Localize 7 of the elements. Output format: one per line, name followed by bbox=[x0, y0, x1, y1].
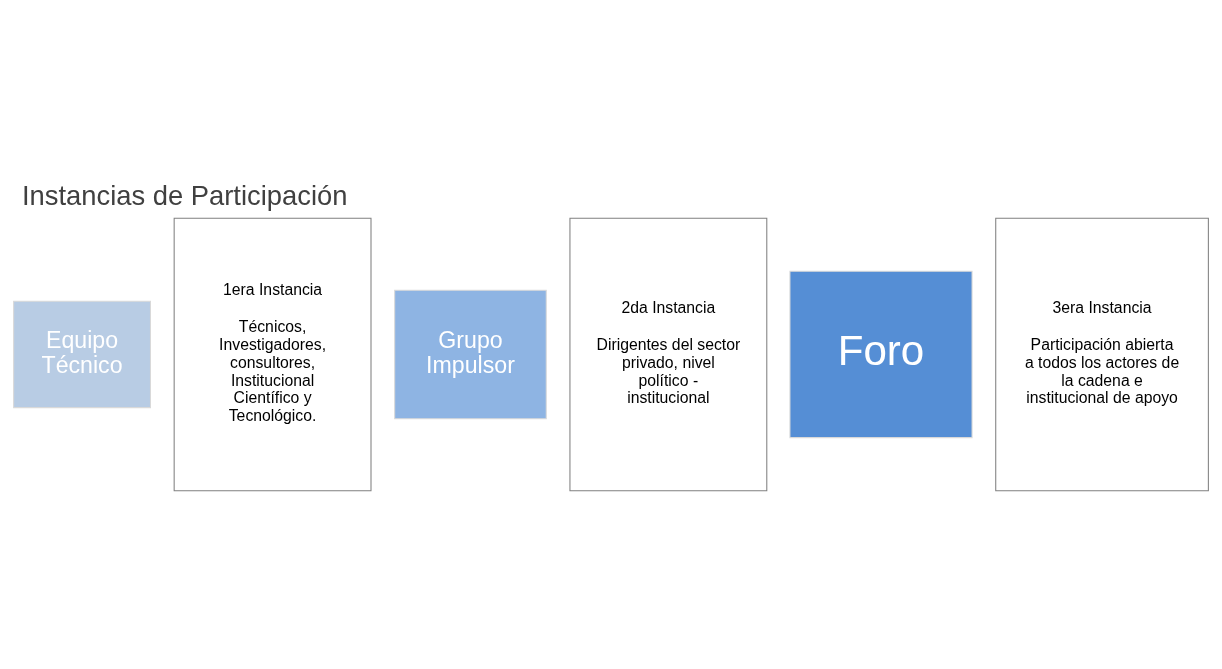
node-box: 1era Instancia Técnicos, Investigadores, consultores, Institucional Científico y Tecnológico. bbox=[173, 217, 372, 491]
node-box: 2da Instancia Dirigentes del sector privado, nivel político - institucional bbox=[569, 217, 768, 491]
node-box: 3era Instancia Participación abierta a todos los actores de la cadena e institucional de apoyo bbox=[995, 217, 1209, 491]
node-box: Foro bbox=[789, 270, 973, 438]
node-box: Equipo Técnico bbox=[13, 300, 151, 408]
diagram-title: Instancias de Participación bbox=[21, 179, 348, 211]
node-box: Grupo Impulsor bbox=[394, 289, 547, 419]
